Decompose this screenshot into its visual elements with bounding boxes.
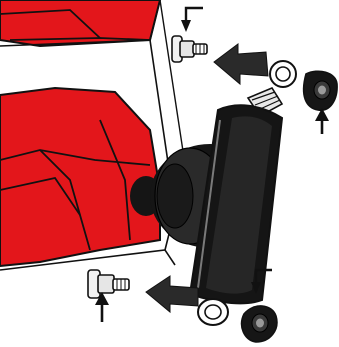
cap-nut-top-icon xyxy=(304,71,337,110)
eye-ring-bottom-icon xyxy=(198,299,228,325)
up-arrow-right-icon xyxy=(315,108,329,134)
mount-arrow-top-icon xyxy=(214,44,268,84)
cap-nut-bottom-icon xyxy=(242,306,277,342)
housing-lower-panel xyxy=(0,88,160,266)
eye-ring-top-icon xyxy=(270,61,296,87)
rotate-arrow-top-icon xyxy=(181,8,203,32)
mount-arrow-bottom-icon xyxy=(146,276,198,312)
mounting-stud-top-icon xyxy=(172,36,207,62)
mounting-stud-bottom-icon xyxy=(88,270,129,298)
